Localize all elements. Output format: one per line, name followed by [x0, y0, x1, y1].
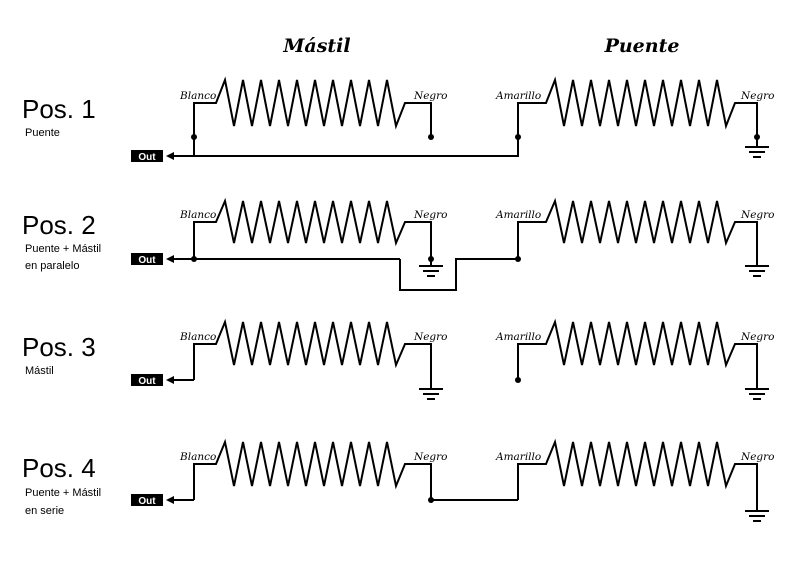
bridge-yellow-label: Amarillo [495, 90, 541, 102]
position-3-title: Pos. 3 [22, 332, 96, 362]
junction-dot [428, 134, 434, 140]
output-jack-box [131, 374, 163, 386]
neck-coil [193, 197, 432, 259]
neck-coil [193, 76, 432, 137]
neck-coil [193, 438, 432, 500]
junction-dot [515, 377, 521, 383]
position-4-desc-line-2: en serie [25, 505, 64, 517]
output-arrow-icon [166, 152, 174, 160]
bridge-yellow-label: Amarillo [495, 451, 541, 463]
output-arrow-icon [166, 496, 174, 504]
bridge-coil [517, 318, 758, 382]
ground-icon [419, 380, 443, 400]
neck-white-label: Blanco [179, 90, 216, 102]
position-4: Pos. 4 Puente + Mástil en serie Blanco N… [22, 438, 774, 522]
output-jack-box [131, 253, 163, 265]
output-label: Out [138, 152, 156, 163]
neck-white-label: Blanco [179, 331, 216, 343]
neck-black-label: Negro [413, 451, 447, 463]
bridge-coil [517, 197, 758, 262]
signal-wire [193, 137, 519, 157]
bridge-black-label: Negro [740, 90, 774, 102]
position-1-title: Pos. 1 [22, 94, 96, 124]
output-jack-box [131, 494, 163, 506]
position-3: Pos. 3 Mástil Blanco Negro Amarillo Negr… [22, 318, 774, 400]
ground-icon [745, 259, 769, 277]
position-4-desc-line-1: Puente + Mástil [25, 487, 101, 499]
bridge-black-label: Negro [740, 209, 774, 221]
neck-header: Mástil [282, 35, 350, 57]
neck-black-label: Negro [413, 209, 447, 221]
bridge-header: Puente [604, 35, 680, 57]
output-jack-box [131, 150, 163, 162]
ground-icon [745, 505, 769, 522]
bridge-yellow-label: Amarillo [495, 209, 541, 221]
position-4-title: Pos. 4 [22, 453, 96, 483]
neck-black-label: Negro [413, 331, 447, 343]
output-label: Out [138, 496, 156, 507]
position-1-desc-line-1: Puente [25, 127, 60, 139]
ground-icon [745, 137, 769, 158]
neck-black-label: Negro [413, 90, 447, 102]
output-label: Out [138, 376, 156, 387]
signal-wire-jog [399, 258, 518, 291]
position-2-desc-line-1: Puente + Mástil [25, 243, 101, 255]
ground-icon [419, 259, 443, 277]
position-1: Pos. 1 Puente Blanco Negro Amarillo Negr… [22, 76, 774, 163]
position-2-desc-line-2: en paralelo [25, 260, 79, 272]
position-3-desc-line-1: Mástil [25, 365, 54, 377]
output-label: Out [138, 255, 156, 266]
bridge-black-label: Negro [740, 451, 774, 463]
neck-white-label: Blanco [179, 451, 216, 463]
neck-coil [193, 318, 432, 382]
bridge-black-label: Negro [740, 331, 774, 343]
neck-white-label: Blanco [179, 209, 216, 221]
bridge-yellow-label: Amarillo [495, 331, 541, 343]
bridge-coil [517, 76, 758, 137]
position-2: Pos. 2 Puente + Mástil en paralelo Blanc… [22, 197, 774, 291]
ground-icon [745, 380, 769, 400]
bridge-coil [517, 438, 758, 505]
output-arrow-icon [166, 376, 174, 384]
position-2-title: Pos. 2 [22, 210, 96, 240]
output-arrow-icon [166, 255, 174, 263]
